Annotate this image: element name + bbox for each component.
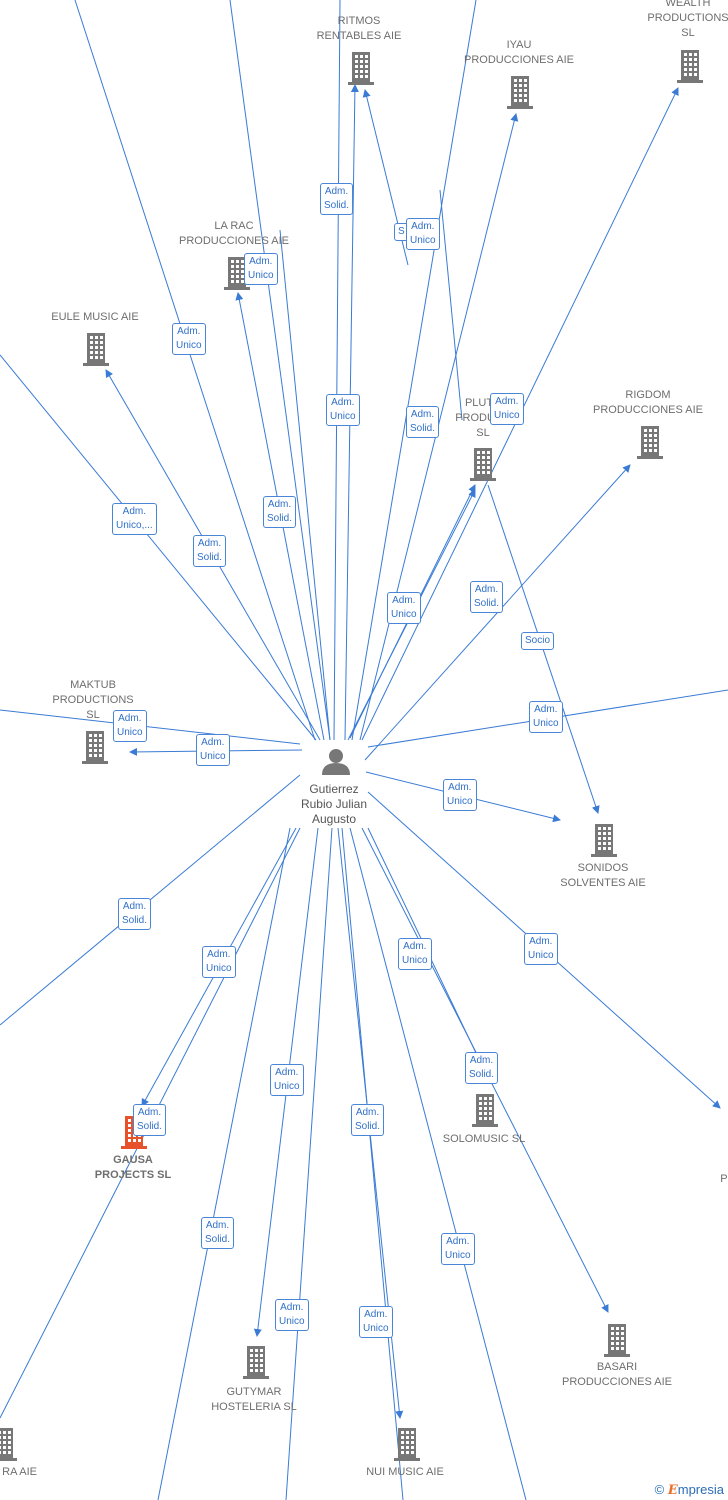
building-icon[interactable] bbox=[604, 1324, 630, 1357]
edge-label[interactable]: Adm. Solid. bbox=[193, 535, 227, 567]
relationship-edge bbox=[341, 827, 404, 1500]
edge-label[interactable]: Adm. Unico bbox=[441, 1233, 475, 1265]
node-maktub[interactable]: MAKTUB PRODUCTIONS SL bbox=[52, 679, 134, 721]
relationship-edge bbox=[279, 229, 331, 741]
edge-label[interactable]: Adm. Solid. bbox=[465, 1052, 499, 1084]
edge-label[interactable]: Adm. Solid. bbox=[320, 183, 354, 215]
center-person-name[interactable]: Gutierrez Rubio Julian Augusto bbox=[300, 782, 368, 826]
node-iyau[interactable]: IYAU PRODUCCIONES AIE bbox=[463, 39, 575, 66]
node-rigdom[interactable]: RIGDOM PRODUCCIONES AIE bbox=[592, 389, 704, 416]
edge-label[interactable]: Adm. Unico bbox=[113, 710, 147, 742]
edge-label[interactable]: Adm. Unico bbox=[406, 218, 440, 250]
edge-label[interactable]: Adm. Solid. bbox=[470, 581, 504, 613]
edge-label[interactable]: Adm. Unico bbox=[196, 734, 230, 766]
node-bi[interactable]: BI PROD bbox=[720, 1173, 728, 1185]
relationship-edge bbox=[285, 827, 333, 1500]
edge-label[interactable]: Adm. Unico bbox=[524, 933, 558, 965]
edge-label[interactable]: Socio bbox=[521, 632, 555, 650]
edge-label[interactable]: S bbox=[394, 223, 409, 241]
edge-label[interactable]: Adm. Unico bbox=[387, 592, 421, 624]
relationship-edge bbox=[0, 709, 301, 745]
building-icon[interactable] bbox=[507, 76, 533, 109]
relationship-edge bbox=[333, 0, 341, 741]
building-icon[interactable] bbox=[0, 1428, 17, 1461]
node-nui[interactable]: NUI MUSIC AIE bbox=[366, 1466, 444, 1478]
node-eule[interactable]: EULE MUSIC AIE bbox=[51, 311, 139, 323]
building-icon[interactable] bbox=[348, 52, 374, 85]
edge-label[interactable]: Adm. Unico bbox=[529, 701, 563, 733]
brand-name: mpresia bbox=[677, 1482, 724, 1497]
relationship-edge bbox=[349, 827, 527, 1500]
edge-label[interactable]: Adm. Unico bbox=[398, 938, 432, 970]
node-basari[interactable]: BASARI PRODUCCIONES AIE bbox=[561, 1361, 673, 1388]
edge-label[interactable]: Adm. Solid. bbox=[201, 1217, 235, 1249]
copyright-symbol: © bbox=[654, 1482, 665, 1497]
node-sonidos[interactable]: SONIDOS SOLVENTES AIE bbox=[560, 862, 646, 889]
empresia-watermark: © Empresia bbox=[655, 1482, 724, 1498]
edge-label[interactable]: Adm. Solid. bbox=[406, 406, 440, 438]
building-icon[interactable] bbox=[224, 257, 250, 290]
building-icon[interactable] bbox=[470, 448, 496, 481]
building-icon[interactable] bbox=[394, 1428, 420, 1461]
edge-label[interactable]: Adm. Unico bbox=[202, 946, 236, 978]
node-gutymar[interactable]: GUTYMAR HOSTELERIA SL bbox=[211, 1386, 297, 1413]
edge-label[interactable]: Adm. Unico bbox=[359, 1306, 393, 1338]
node-larac[interactable]: LA RAC PRODUCCIONES AIE bbox=[178, 220, 290, 247]
edge-label[interactable]: Adm. Unico bbox=[270, 1064, 304, 1096]
person-icon bbox=[322, 749, 350, 775]
edge-label[interactable]: Adm. Solid. bbox=[133, 1104, 167, 1136]
edge-label[interactable]: Adm. Unico bbox=[275, 1299, 309, 1331]
node-wealth[interactable]: WEALTH PRODUCTIONS SL bbox=[647, 0, 728, 39]
edge-label[interactable]: Adm. Unico bbox=[172, 323, 206, 355]
node-gausa[interactable]: GAUSA PROJECTS SL bbox=[94, 1154, 172, 1181]
building-icon[interactable] bbox=[243, 1346, 269, 1379]
building-icon[interactable] bbox=[591, 824, 617, 857]
brand-initial: E bbox=[667, 1483, 678, 1498]
node-ra[interactable]: RA AIE bbox=[2, 1466, 37, 1478]
edge-label[interactable]: Adm. Unico,... bbox=[112, 503, 157, 535]
relationship-edge bbox=[229, 0, 331, 741]
edge-label[interactable]: Adm. Solid. bbox=[351, 1104, 385, 1136]
relationship-edge bbox=[0, 354, 317, 741]
relationship-edge bbox=[157, 827, 291, 1500]
building-icon[interactable] bbox=[82, 731, 108, 764]
relationship-edge bbox=[351, 0, 477, 741]
edge-label[interactable]: Adm. Solid. bbox=[118, 898, 152, 930]
relationship-edge bbox=[439, 189, 463, 421]
edge-label[interactable]: Adm. Solid. bbox=[263, 496, 297, 528]
building-icon[interactable] bbox=[637, 426, 663, 459]
building-icon[interactable] bbox=[472, 1094, 498, 1127]
building-icon[interactable] bbox=[83, 333, 109, 366]
relationship-edge bbox=[74, 0, 316, 741]
edge-label[interactable]: Adm. Unico bbox=[244, 253, 278, 285]
node-solomusic[interactable]: SOLOMUSIC SL bbox=[442, 1133, 526, 1145]
building-icon[interactable] bbox=[677, 50, 703, 83]
node-ritmos[interactable]: RITMOS RENTABLES AIE bbox=[316, 15, 402, 42]
edge-label[interactable]: Adm. Unico bbox=[326, 394, 360, 426]
edge-label[interactable]: Adm. Unico bbox=[490, 393, 524, 425]
edge-label[interactable]: Adm. Unico bbox=[443, 779, 477, 811]
